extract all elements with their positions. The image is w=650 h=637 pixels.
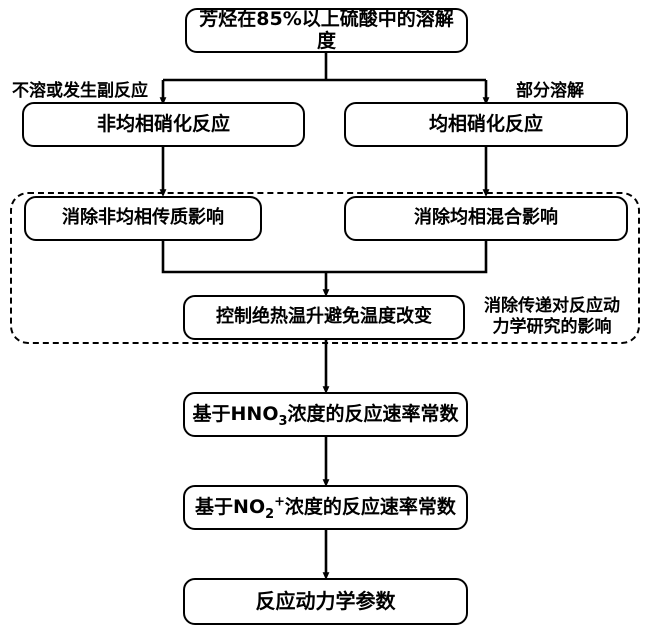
group-note-transfer-effect: 消除传递对反应动 力学研究的影响 [472, 296, 632, 339]
node-rate-constant-no2plus-label: 基于NO2+浓度的反应速率常数 [189, 494, 462, 522]
rate-constant-hno3-prefix: 基于HNO [192, 402, 279, 425]
rate-constant-hno3-subscript: 3 [278, 413, 288, 429]
node-control-adiabatic-temperature[interactable]: 控制绝热温升避免温度改变 [183, 295, 465, 340]
node-solubility-label: 芳烃在85%以上硫酸中的溶解度 [199, 7, 454, 52]
rate-constant-no2plus-suffix: 浓度的反应速率常数 [284, 495, 456, 518]
node-eliminate-homo-mixing[interactable]: 消除均相混合影响 [344, 196, 628, 241]
node-rate-constant-hno3-label: 基于HNO3浓度的反应速率常数 [187, 402, 465, 429]
node-eliminate-hetero-mass-transfer-label: 消除非均相传质影响 [62, 207, 224, 229]
node-solubility[interactable]: 芳烃在85%以上硫酸中的溶解度 [185, 8, 468, 53]
node-kinetic-parameters[interactable]: 反应动力学参数 [183, 578, 468, 625]
node-homogeneous-nitration-label: 均相硝化反应 [428, 112, 543, 135]
rate-constant-no2plus-superscript: + [274, 494, 285, 510]
node-kinetic-parameters-label: 反应动力学参数 [255, 589, 396, 613]
rate-constant-hno3-suffix: 浓度的反应速率常数 [287, 402, 459, 425]
group-note-line2: 力学研究的影响 [492, 317, 612, 338]
node-heterogeneous-nitration[interactable]: 非均相硝化反应 [22, 102, 305, 147]
node-homogeneous-nitration[interactable]: 均相硝化反应 [344, 102, 628, 147]
node-heterogeneous-nitration-label: 非均相硝化反应 [96, 112, 230, 135]
edge-label-left-branch: 不溶或发生副反应 [12, 81, 148, 101]
rate-constant-no2plus-prefix: 基于NO [195, 495, 266, 518]
node-rate-constant-no2plus[interactable]: 基于NO2+浓度的反应速率常数 [183, 485, 468, 530]
node-control-adiabatic-temperature-label: 控制绝热温升避免温度改变 [216, 306, 432, 328]
edge-label-right-branch: 部分溶解 [516, 81, 584, 101]
node-eliminate-hetero-mass-transfer[interactable]: 消除非均相传质影响 [24, 196, 262, 241]
node-eliminate-homo-mixing-label: 消除均相混合影响 [414, 207, 558, 229]
rate-constant-no2plus-subscript: 2 [265, 506, 275, 522]
group-note-line1: 消除传递对反应动 [484, 296, 620, 316]
node-rate-constant-hno3[interactable]: 基于HNO3浓度的反应速率常数 [183, 392, 468, 437]
